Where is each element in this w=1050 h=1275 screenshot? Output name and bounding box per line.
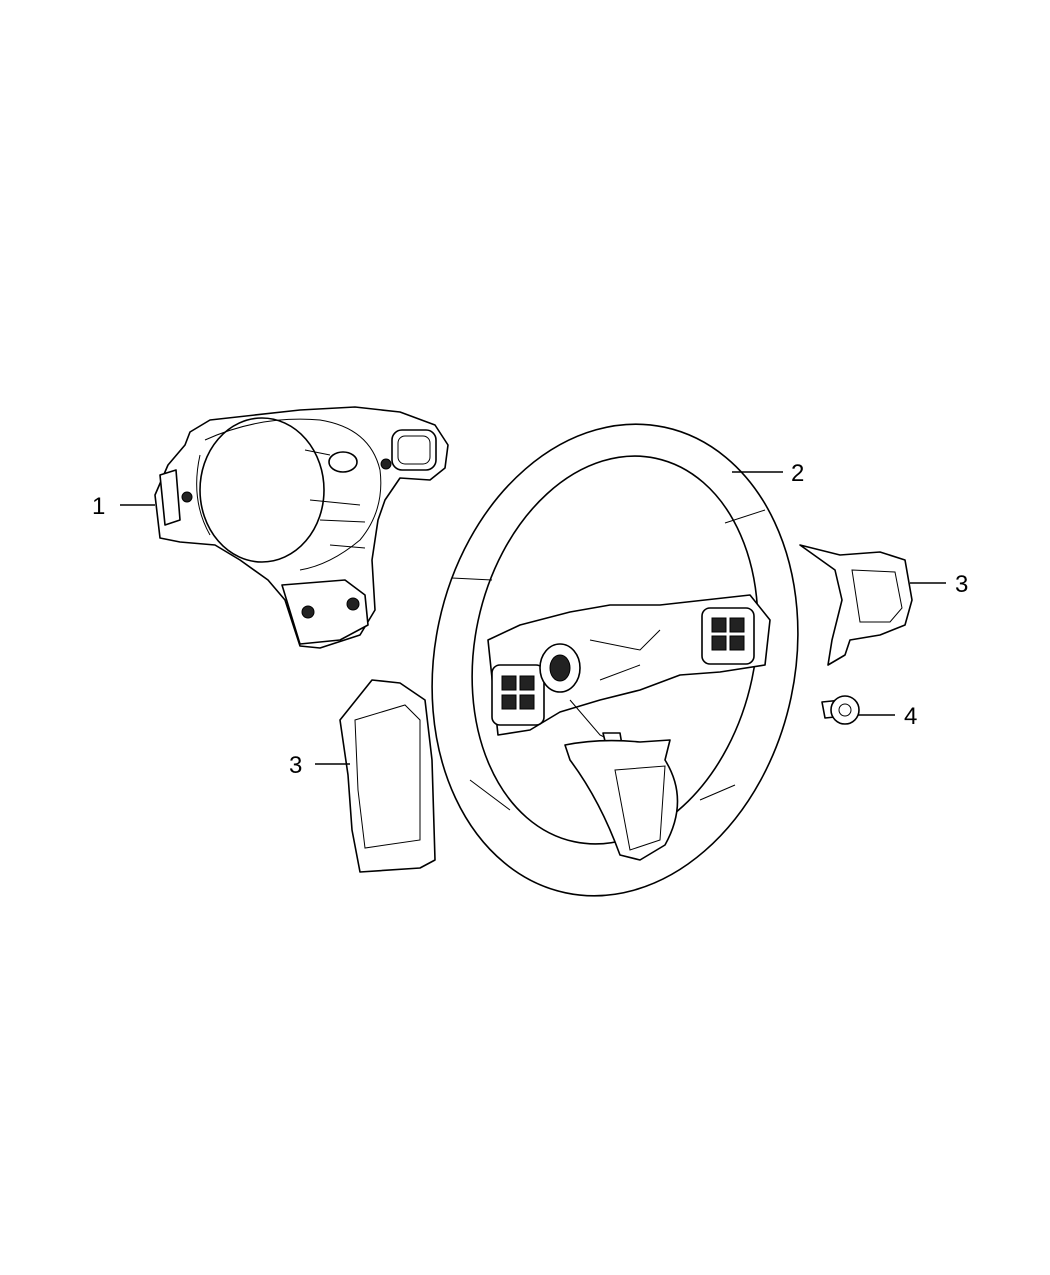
- callout-4: 4: [904, 703, 917, 730]
- callout-2: 2: [791, 460, 804, 487]
- callout-3-right: 3: [955, 571, 968, 598]
- callout-1: 1: [92, 493, 105, 520]
- part-3-right-bezel: [799, 544, 913, 666]
- part-2-steering-wheel: [431, 423, 799, 897]
- part-4-fastener: [821, 695, 860, 725]
- callout-3-left: 3: [289, 752, 302, 779]
- part-1-rear-shroud: [154, 406, 449, 649]
- part-3-left-bezel: [339, 679, 436, 873]
